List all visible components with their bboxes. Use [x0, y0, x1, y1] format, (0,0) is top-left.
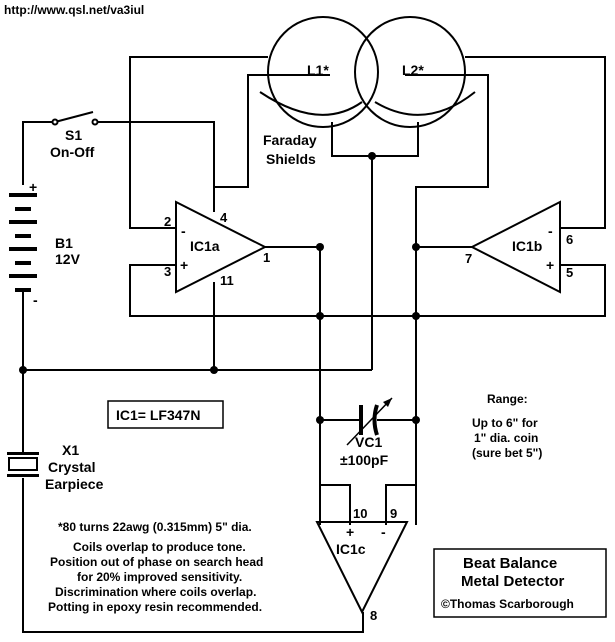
switch-contact-right	[91, 118, 99, 126]
faraday-shield-left	[259, 91, 363, 116]
earpiece-line1: Crystal	[48, 459, 95, 475]
ic1c-label: IC1c	[336, 541, 366, 557]
ic1a-pin4: 4	[220, 210, 228, 225]
switch-name: S1	[65, 127, 82, 143]
earpiece-name: X1	[62, 442, 79, 458]
note-line-6: Potting in epoxy resin recommended.	[48, 600, 262, 614]
title-box	[433, 548, 607, 618]
battery-name: B1	[55, 235, 73, 251]
vc1-name: VC1	[355, 434, 382, 450]
ic1b-label: IC1b	[512, 238, 542, 254]
faraday-shield-right	[374, 91, 476, 116]
title-line-1: Beat Balance	[463, 555, 557, 572]
ic-part-box	[107, 400, 224, 429]
ic1a-pin1: 1	[263, 250, 270, 265]
ic1a-plus: +	[180, 257, 188, 273]
coil-l2-label: L2*	[402, 62, 424, 78]
ic1c-minus: -	[381, 524, 386, 540]
coil-l1-label: L1*	[307, 62, 329, 78]
range-title: Range:	[487, 392, 528, 406]
ic1c-plus: +	[346, 524, 354, 540]
ic1b-minus: -	[548, 223, 553, 239]
ic1a-pin11: 11	[220, 273, 234, 288]
battery-minus: -	[33, 292, 38, 308]
ic1a-pin2: 2	[164, 214, 171, 229]
junctions	[19, 152, 420, 424]
note-line-5: Discrimination where coils overlap.	[55, 585, 256, 599]
coil-l2	[354, 16, 466, 128]
note-line-1: *80 turns 22awg (0.315mm) 5" dia.	[58, 520, 252, 534]
faraday-label-2: Shields	[266, 151, 316, 167]
battery-plus: +	[29, 179, 37, 195]
ic1a-minus: -	[181, 223, 186, 239]
switch-contact-left	[51, 118, 59, 126]
ic1a-label: IC1a	[190, 238, 220, 254]
wires	[22, 56, 606, 633]
ic1c-pin9: 9	[390, 506, 397, 521]
range-line-1: Up to 6" for	[472, 416, 538, 430]
coil-l1	[267, 16, 379, 128]
ic1b-pin5: 5	[566, 265, 573, 280]
vc1-arrow	[383, 398, 392, 407]
note-line-2: Coils overlap to produce tone.	[73, 540, 246, 554]
vc1-value: ±100pF	[340, 452, 389, 468]
ic1a-pin3: 3	[164, 264, 171, 279]
ic-part-number: IC1= LF347N	[116, 407, 200, 423]
note-line-4: for 20% improved sensitivity.	[77, 570, 242, 584]
ic1b-pin7: 7	[465, 251, 472, 266]
switch-desc: On-Off	[50, 144, 95, 160]
ic1b-pin6: 6	[566, 232, 573, 247]
header-url: http://www.qsl.net/va3iul	[4, 3, 144, 17]
faraday-label-1: Faraday	[263, 132, 317, 148]
battery-voltage: 12V	[55, 251, 81, 267]
title-author: ©Thomas Scarborough	[441, 597, 574, 611]
ic1c-pin10: 10	[353, 506, 367, 521]
ic1b-plus: +	[546, 257, 554, 273]
title-line-2: Metal Detector	[461, 573, 565, 590]
ic1c-pin8: 8	[370, 608, 377, 623]
ic1b-symbol	[469, 200, 561, 294]
earpiece-x1	[7, 452, 39, 477]
earpiece-line2: Earpiece	[45, 476, 104, 492]
range-line-3: (sure bet 5")	[472, 446, 542, 460]
ic1a-symbol	[175, 200, 268, 294]
ic1c-symbol	[315, 521, 409, 615]
note-line-3: Position out of phase on search head	[50, 555, 263, 569]
battery-b1	[9, 193, 37, 292]
switch-s1-blade	[54, 111, 94, 123]
range-line-2: 1" dia. coin	[474, 431, 538, 445]
